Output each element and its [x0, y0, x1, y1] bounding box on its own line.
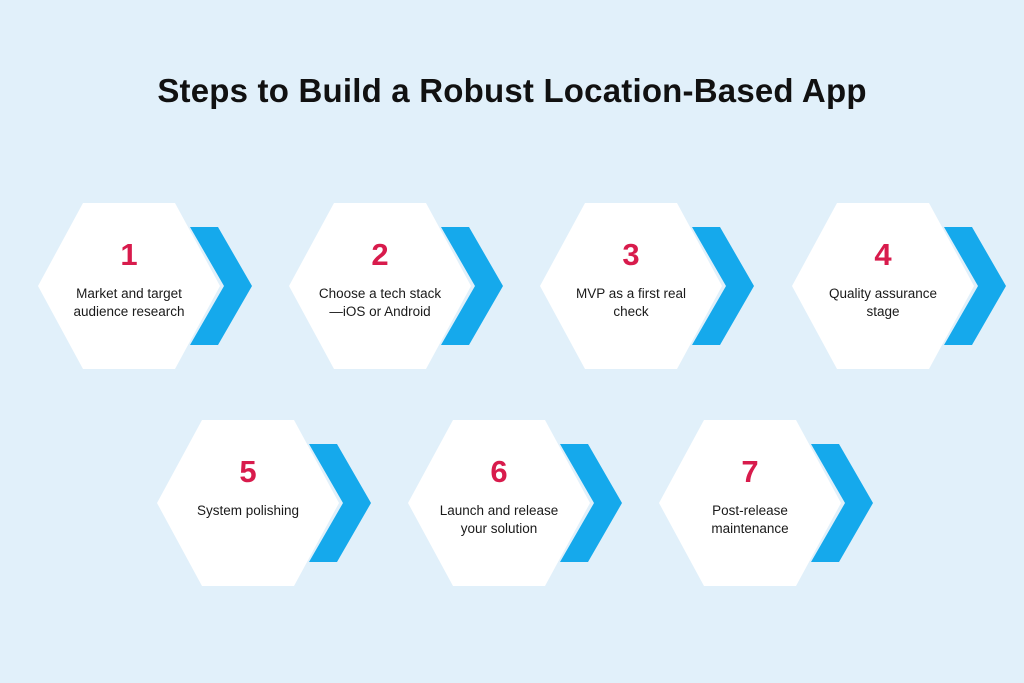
step-6-shape	[408, 420, 622, 586]
step-5: 5 System polishing	[157, 420, 372, 586]
step-3-label: MVP as a first real check	[575, 286, 687, 319]
step-6: 6 Launch and release your solution	[408, 420, 623, 586]
step-2-hexagon	[289, 203, 471, 369]
step-2-chevron	[441, 227, 503, 345]
step-3-shape	[540, 203, 754, 369]
step-7-chevron	[811, 444, 873, 562]
step-4-shape	[792, 203, 1006, 369]
step-1-hexagon	[38, 203, 220, 369]
step-3: 3 MVP as a first real check	[540, 203, 755, 369]
step-2-shape	[289, 203, 503, 369]
step-6-label: Launch and release your solution	[439, 503, 559, 536]
step-1-shape	[38, 203, 252, 369]
step-7-shape	[659, 420, 873, 586]
step-7-number: 7	[741, 454, 759, 489]
step-6-number: 6	[490, 454, 508, 489]
step-5-hexagon	[157, 420, 339, 586]
step-3-chevron	[692, 227, 754, 345]
step-5-number: 5	[239, 454, 257, 489]
step-4: 4 Quality assurance stage	[792, 203, 1007, 369]
step-2-number: 2	[371, 237, 389, 272]
step-2-label: Choose a tech stack—iOS or Android	[318, 286, 442, 319]
step-4-chevron	[944, 227, 1006, 345]
step-6-chevron	[560, 444, 622, 562]
step-5-shape	[157, 420, 371, 586]
step-3-number: 3	[622, 237, 640, 272]
step-1-chevron	[190, 227, 252, 345]
step-4-label: Quality assurance stage	[828, 286, 938, 319]
step-7-hexagon	[659, 420, 841, 586]
step-5-label: System polishing	[196, 503, 300, 518]
step-6-hexagon	[408, 420, 590, 586]
step-7-label: Post-release maintenance	[711, 503, 789, 536]
page-title: Steps to Build a Robust Location-Based A…	[157, 72, 867, 109]
step-5-chevron	[309, 444, 371, 562]
step-1: 1 Market and target audience research	[38, 203, 253, 369]
step-2: 2 Choose a tech stack—iOS or Android	[289, 203, 504, 369]
step-4-hexagon	[792, 203, 974, 369]
step-3-hexagon	[540, 203, 722, 369]
step-1-label: Market and target audience research	[73, 286, 185, 319]
step-1-number: 1	[120, 237, 138, 272]
step-7: 7 Post-release maintenance	[659, 420, 874, 586]
step-4-number: 4	[874, 237, 892, 272]
